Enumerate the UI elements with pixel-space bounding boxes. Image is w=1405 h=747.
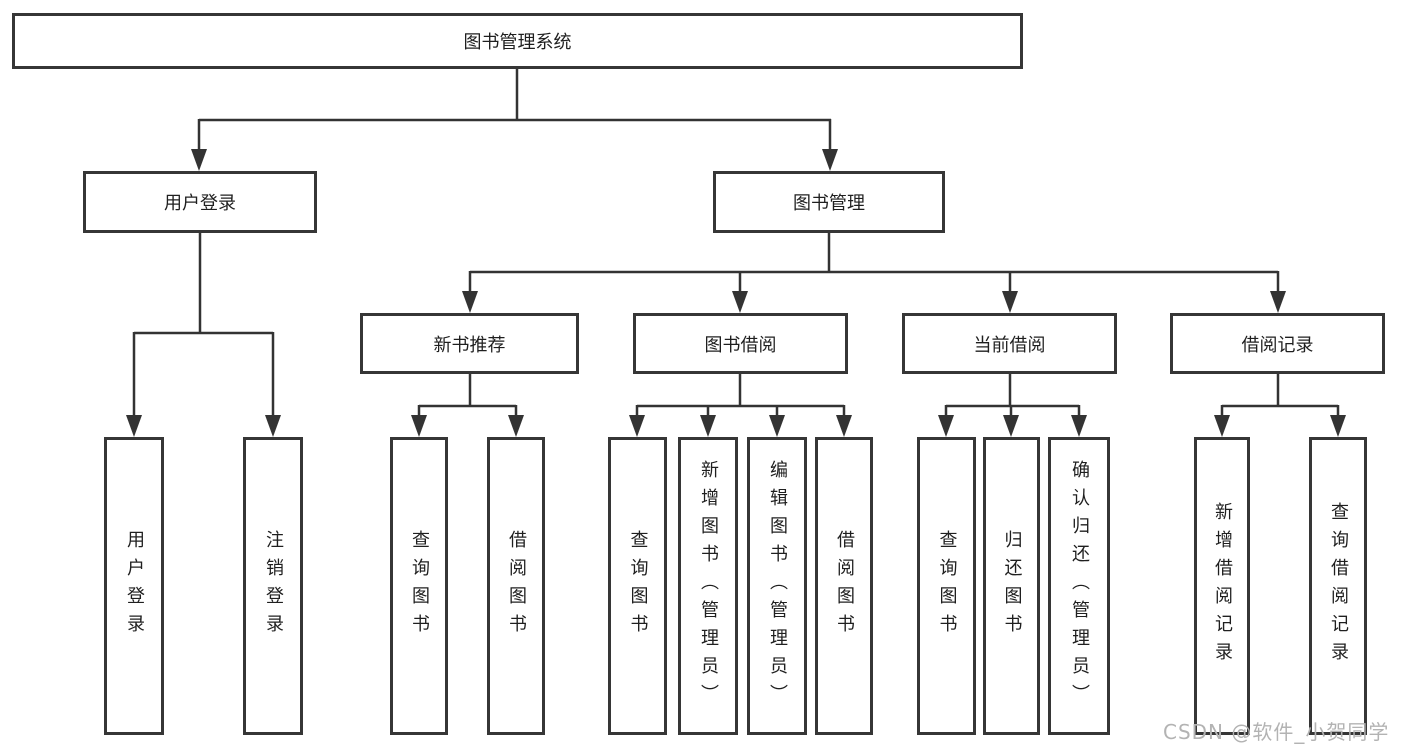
node-label: 图书借阅: [704, 334, 777, 356]
node-label: 查询借阅记录: [1328, 502, 1349, 670]
leaf-bb-add-books-admin: 新增图书（管理员）: [678, 437, 738, 735]
node-book-borrowing: 图书借阅: [633, 313, 848, 374]
leaf-cb-query-books: 查询图书: [917, 437, 976, 735]
leaf-logout: 注销登录: [243, 437, 303, 735]
node-user-login: 用户登录: [83, 171, 317, 233]
leaf-cb-confirm-return-admin: 确认归还（管理员）: [1048, 437, 1110, 735]
node-label: 编辑图书（管理员）: [767, 460, 788, 712]
arrowheads: [126, 149, 1346, 437]
connector-root-to-level2: [197, 68, 832, 152]
watermark: CSDN @软件_小贺同学: [1163, 720, 1390, 744]
node-label: 注销登录: [263, 530, 284, 642]
leaf-nb-borrow-books: 借阅图书: [487, 437, 545, 735]
leaf-user-login: 用户登录: [104, 437, 164, 735]
leaf-cb-return-books: 归还图书: [983, 437, 1040, 735]
node-label: 归还图书: [1001, 530, 1023, 642]
node-new-book-recommendation: 新书推荐: [360, 313, 579, 374]
node-label: 查询图书: [936, 530, 958, 642]
node-current-borrowing: 当前借阅: [902, 313, 1117, 374]
node-label: 图书管理: [793, 193, 865, 214]
node-label: 新增图书（管理员）: [698, 460, 719, 712]
node-label: 借阅图书: [506, 530, 527, 642]
leaf-bb-edit-books-admin: 编辑图书（管理员）: [747, 437, 807, 735]
node-label: 查询图书: [627, 530, 649, 642]
leaf-bb-query-books: 查询图书: [608, 437, 667, 735]
connector-records-to-leaves: [1220, 373, 1340, 416]
node-label: 确认归还（管理员）: [1069, 460, 1090, 712]
node-label: 新书推荐: [433, 334, 506, 356]
leaf-rc-add-borrow-record: 新增借阅记录: [1194, 437, 1250, 735]
node-label: 用户登录: [124, 530, 145, 642]
connector-new-book-to-leaves: [417, 373, 518, 416]
connector-current-borrow-to-leaves: [944, 373, 1081, 416]
node-book-management: 图书管理: [713, 171, 945, 233]
node-label: 借阅图书: [834, 530, 855, 642]
node-label: 用户登录: [164, 193, 236, 214]
node-borrowing-records: 借阅记录: [1170, 313, 1385, 374]
node-label: 当前借阅: [973, 334, 1046, 356]
leaf-bb-borrow-books: 借阅图书: [815, 437, 873, 735]
leaf-nb-query-books: 查询图书: [390, 437, 448, 735]
connector-user-login-to-leaves: [132, 232, 275, 416]
node-label: 图书管理系统: [463, 32, 572, 53]
node-library-management-system: 图书管理系统: [12, 13, 1023, 69]
node-label: 借阅记录: [1241, 334, 1314, 356]
node-label: 查询图书: [409, 530, 430, 642]
leaf-rc-query-borrow-record: 查询借阅记录: [1309, 437, 1367, 735]
node-label: 新增借阅记录: [1212, 502, 1233, 670]
connector-book-mgmt-to-level3: [468, 232, 1280, 292]
connector-book-borrow-to-leaves: [635, 373, 846, 416]
